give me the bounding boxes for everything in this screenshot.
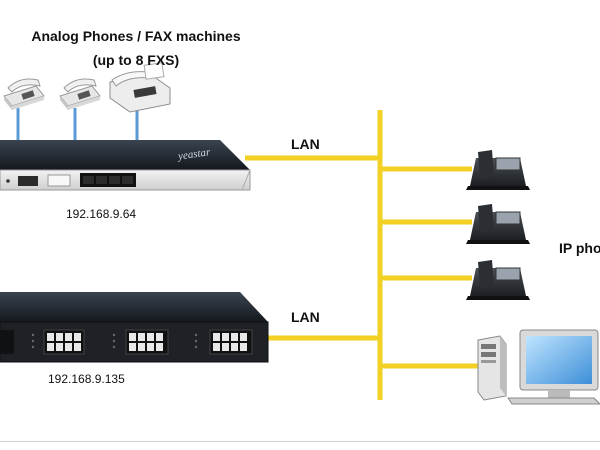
- monitor-icon: [507, 329, 600, 405]
- pc-tower-icon: [477, 335, 507, 401]
- gateway-brand-logo: yeastar: [176, 146, 211, 163]
- port-block-2: [43, 329, 85, 355]
- analog-devices-title: Analog Phones / FAX machines: [31, 28, 241, 44]
- analog-phone-2-icon: [59, 78, 101, 110]
- ip-phones-label: IP pho: [559, 240, 600, 256]
- port-block-4: [209, 329, 253, 355]
- ip-phone-2-icon: [466, 204, 530, 244]
- analog-phone-1-icon: [3, 78, 45, 110]
- fxs-gateway-ip: 192.168.9.64: [66, 207, 137, 221]
- analog-devices-subtitle: (up to 8 FXS): [92, 52, 180, 68]
- lan-label-bottom: LAN: [291, 309, 320, 325]
- ip-phone-1-icon: [466, 150, 530, 190]
- port-block-1: [0, 330, 14, 354]
- lan-label-top: LAN: [291, 136, 320, 152]
- bottom-divider: [0, 441, 600, 442]
- port-block-3: [125, 329, 169, 355]
- ip-phone-3-icon: [466, 260, 530, 300]
- fxo-gateway-device: [0, 292, 269, 363]
- fxs-gateway-device: yeastar: [0, 140, 251, 191]
- analog-cables: [16, 108, 139, 140]
- fxo-gateway-ip: 192.168.9.135: [48, 372, 125, 386]
- lan-backbone: [245, 110, 478, 400]
- fax-machine-icon: [109, 62, 171, 113]
